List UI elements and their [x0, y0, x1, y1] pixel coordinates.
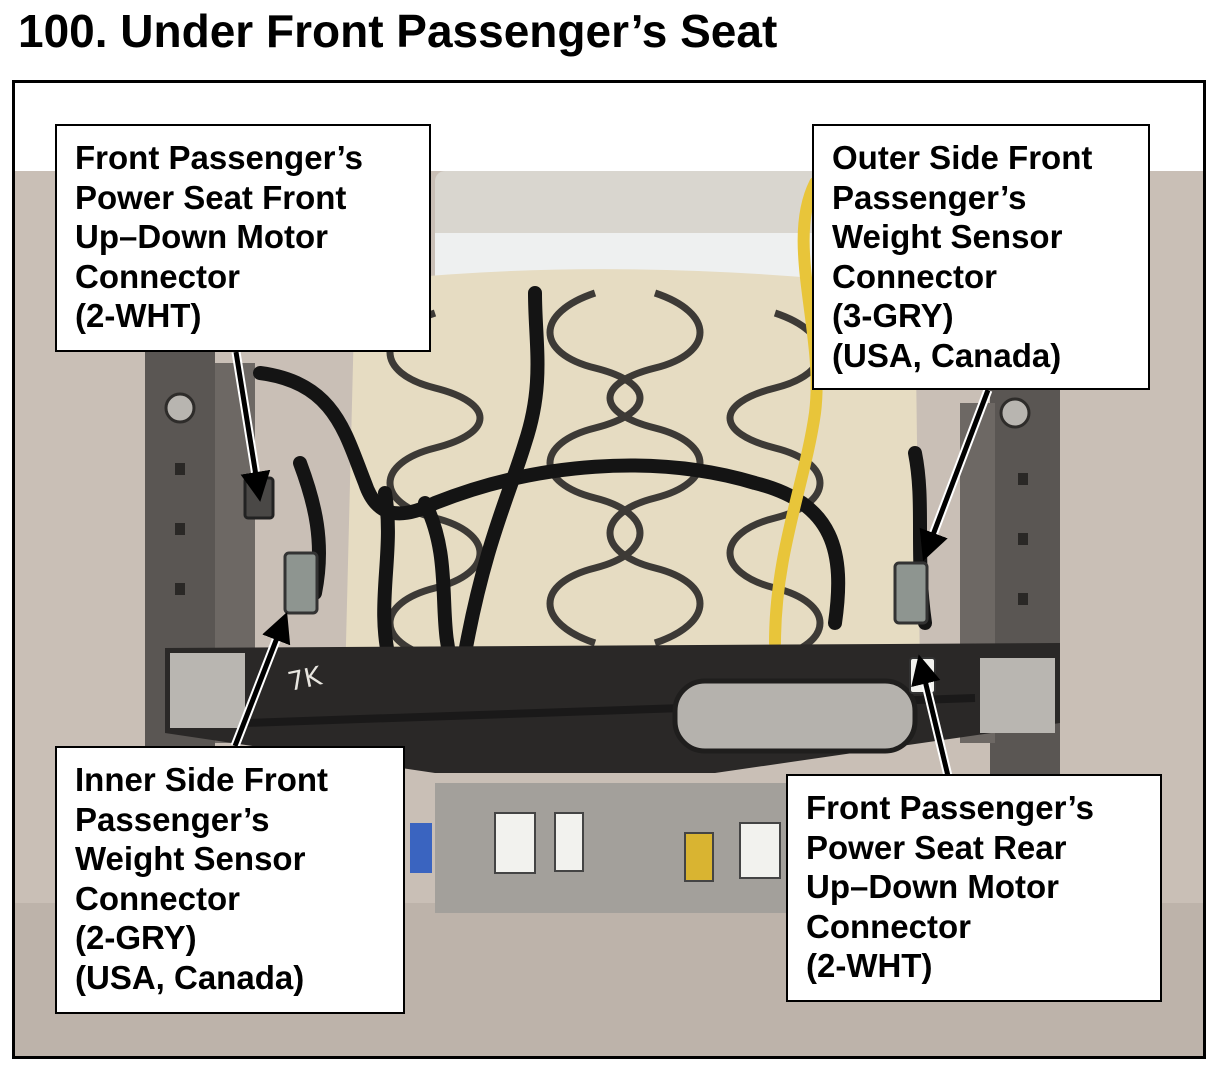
- left-bracket: [170, 653, 245, 728]
- callout-line: Front Passenger’s: [75, 139, 363, 176]
- callout-line: Weight Sensor: [832, 218, 1063, 255]
- inner-weight-sensor-connector: [283, 551, 319, 615]
- callout-line: (USA, Canada): [832, 336, 1062, 374]
- airbag-wire: [769, 177, 823, 649]
- outer-weight-sensor-connector: [893, 561, 929, 625]
- front-motor-connector: [243, 476, 275, 520]
- callout-line: Up–Down Motor: [806, 868, 1059, 905]
- callout-line: Power Seat Front: [75, 178, 347, 216]
- callout-line: Passenger’s: [832, 178, 1027, 216]
- frame-marking: 7K: [285, 661, 325, 698]
- blue-connector: [410, 823, 432, 873]
- callout-line: (3-GRY): [832, 297, 954, 334]
- callout-rear-motor-connector: Front Passenger’s Power Seat Rear Up–Dow…: [786, 774, 1162, 1002]
- callout-front-motor-connector: Front Passenger’s Power Seat Front Up–Do…: [55, 124, 431, 352]
- page-title: 100. Under Front Passenger’s Seat: [18, 5, 778, 57]
- callout-line: Connector: [832, 257, 997, 295]
- callout-line: Outer Side Front: [832, 139, 1093, 176]
- callout-line: (2-WHT): [806, 947, 933, 984]
- callout-line: Up–Down Motor: [75, 218, 328, 255]
- callout-line: Connector: [75, 879, 240, 917]
- callout-line: (2-GRY): [75, 919, 197, 956]
- callout-line: Passenger’s: [75, 800, 270, 838]
- seat-springs: [386, 289, 824, 662]
- callout-outer-weight-sensor-connector: Outer Side Front Passenger’s Weight Sens…: [812, 124, 1150, 390]
- callout-line: Connector: [806, 907, 971, 945]
- seat-motor: [672, 678, 918, 754]
- callout-line: (USA, Canada): [75, 958, 305, 996]
- callout-line: Inner Side Front: [75, 761, 329, 798]
- white-connector-c: [739, 822, 781, 879]
- callout-line: (2-WHT): [75, 297, 202, 334]
- callout-line: Connector: [75, 257, 240, 295]
- white-connector-a: [494, 812, 536, 874]
- callout-line: Power Seat Rear: [806, 828, 1067, 866]
- callout-inner-weight-sensor-connector: Inner Side Front Passenger’s Weight Sens…: [55, 746, 405, 1014]
- rail-bolts: [164, 392, 1031, 429]
- rear-motor-connector: [909, 657, 936, 694]
- rail-holes: [175, 463, 1028, 605]
- right-bracket: [980, 658, 1055, 733]
- callout-line: Front Passenger’s: [806, 789, 1094, 826]
- yellow-connector: [684, 832, 714, 882]
- white-connector-b: [554, 812, 584, 872]
- callout-line: Weight Sensor: [75, 840, 306, 877]
